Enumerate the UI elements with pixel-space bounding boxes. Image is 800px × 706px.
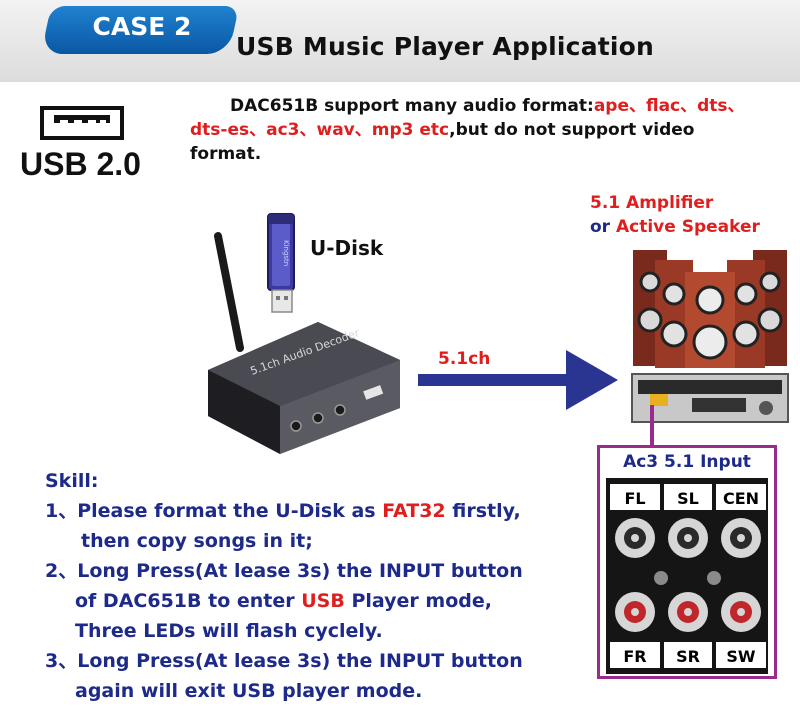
jack-label-fr: FR — [623, 647, 646, 666]
signal-arrow — [418, 350, 618, 410]
jack-label-fl: FL — [624, 489, 645, 508]
intro-line2-rest: ,but do not support video — [449, 120, 695, 140]
rca-jacks-drawing: FL SL CEN FR SR SW — [610, 484, 766, 668]
intro-text: DAC651B support many audio format:ape、fl… — [190, 94, 790, 166]
amplifier-line1: 5.1 Amplifier — [590, 193, 714, 213]
channel-label: 5.1ch — [438, 349, 491, 369]
jack-label-sr: SR — [676, 647, 700, 666]
panel-connector-line — [650, 405, 654, 447]
amplifier-label: 5.1 Amplifier or Active Speaker — [590, 191, 760, 239]
decoder-device: 5.1ch Audio Decoder — [208, 232, 400, 454]
speaker-set-image — [633, 250, 787, 368]
skill-step-2-cont: of DAC651B to enter USB Player mode, — [75, 590, 492, 612]
page-title: USB Music Player Application — [236, 32, 655, 61]
header-banner: CASE 2 USB Music Player Application — [0, 0, 800, 82]
usb-port-icon — [40, 106, 124, 140]
usb-highlight: USB — [301, 590, 345, 612]
amplifier-line2-prefix: or — [590, 217, 616, 237]
skill-step-2-cont2: Three LEDs will flash cyclely. — [75, 620, 383, 642]
jack-label-sl: SL — [677, 489, 699, 508]
ac3-input-panel: Ac3 5.1 Input FL SL CEN FR SR SW — [597, 445, 777, 679]
skill-heading: Skill: — [45, 470, 99, 492]
amplifier-unit-image — [631, 373, 789, 423]
intro-formats-1: ape、flac、dts、 — [593, 96, 745, 116]
jack-label-sw: SW — [726, 647, 756, 666]
udisk-brand-text: Kingstn — [282, 240, 290, 266]
skill-step-1: 1、Please format the U-Disk as FAT32 firs… — [45, 500, 521, 522]
skill-step-2: 2、Long Press(At lease 3s) the INPUT butt… — [45, 560, 523, 582]
skill-step-3-cont: again will exit USB player mode. — [75, 680, 423, 702]
intro-line1: DAC651B support many audio format: — [230, 96, 594, 116]
fat32-highlight: FAT32 — [382, 500, 446, 522]
rca-jack-panel: FL SL CEN FR SR SW — [606, 478, 768, 674]
jack-label-cen: CEN — [723, 489, 759, 508]
case-label: CASE 2 — [92, 12, 192, 41]
input-panel-title: Ac3 5.1 Input — [623, 452, 751, 472]
intro-formats-2: dts-es、ac3、wav、mp3 etc — [190, 120, 450, 140]
usb-version-label: USB 2.0 — [20, 146, 141, 182]
skill-step-1-cont: then copy songs in it; — [81, 530, 313, 552]
amplifier-line2-accent: Active Speaker — [615, 217, 760, 237]
udisk-label: U-Disk — [310, 236, 384, 260]
intro-line3: format. — [190, 144, 262, 164]
skill-instructions: Skill: 1、Please format the U-Disk as FAT… — [45, 466, 605, 706]
udisk-drive: Kingstn — [267, 213, 295, 313]
skill-step-3: 3、Long Press(At lease 3s) the INPUT butt… — [45, 650, 523, 672]
